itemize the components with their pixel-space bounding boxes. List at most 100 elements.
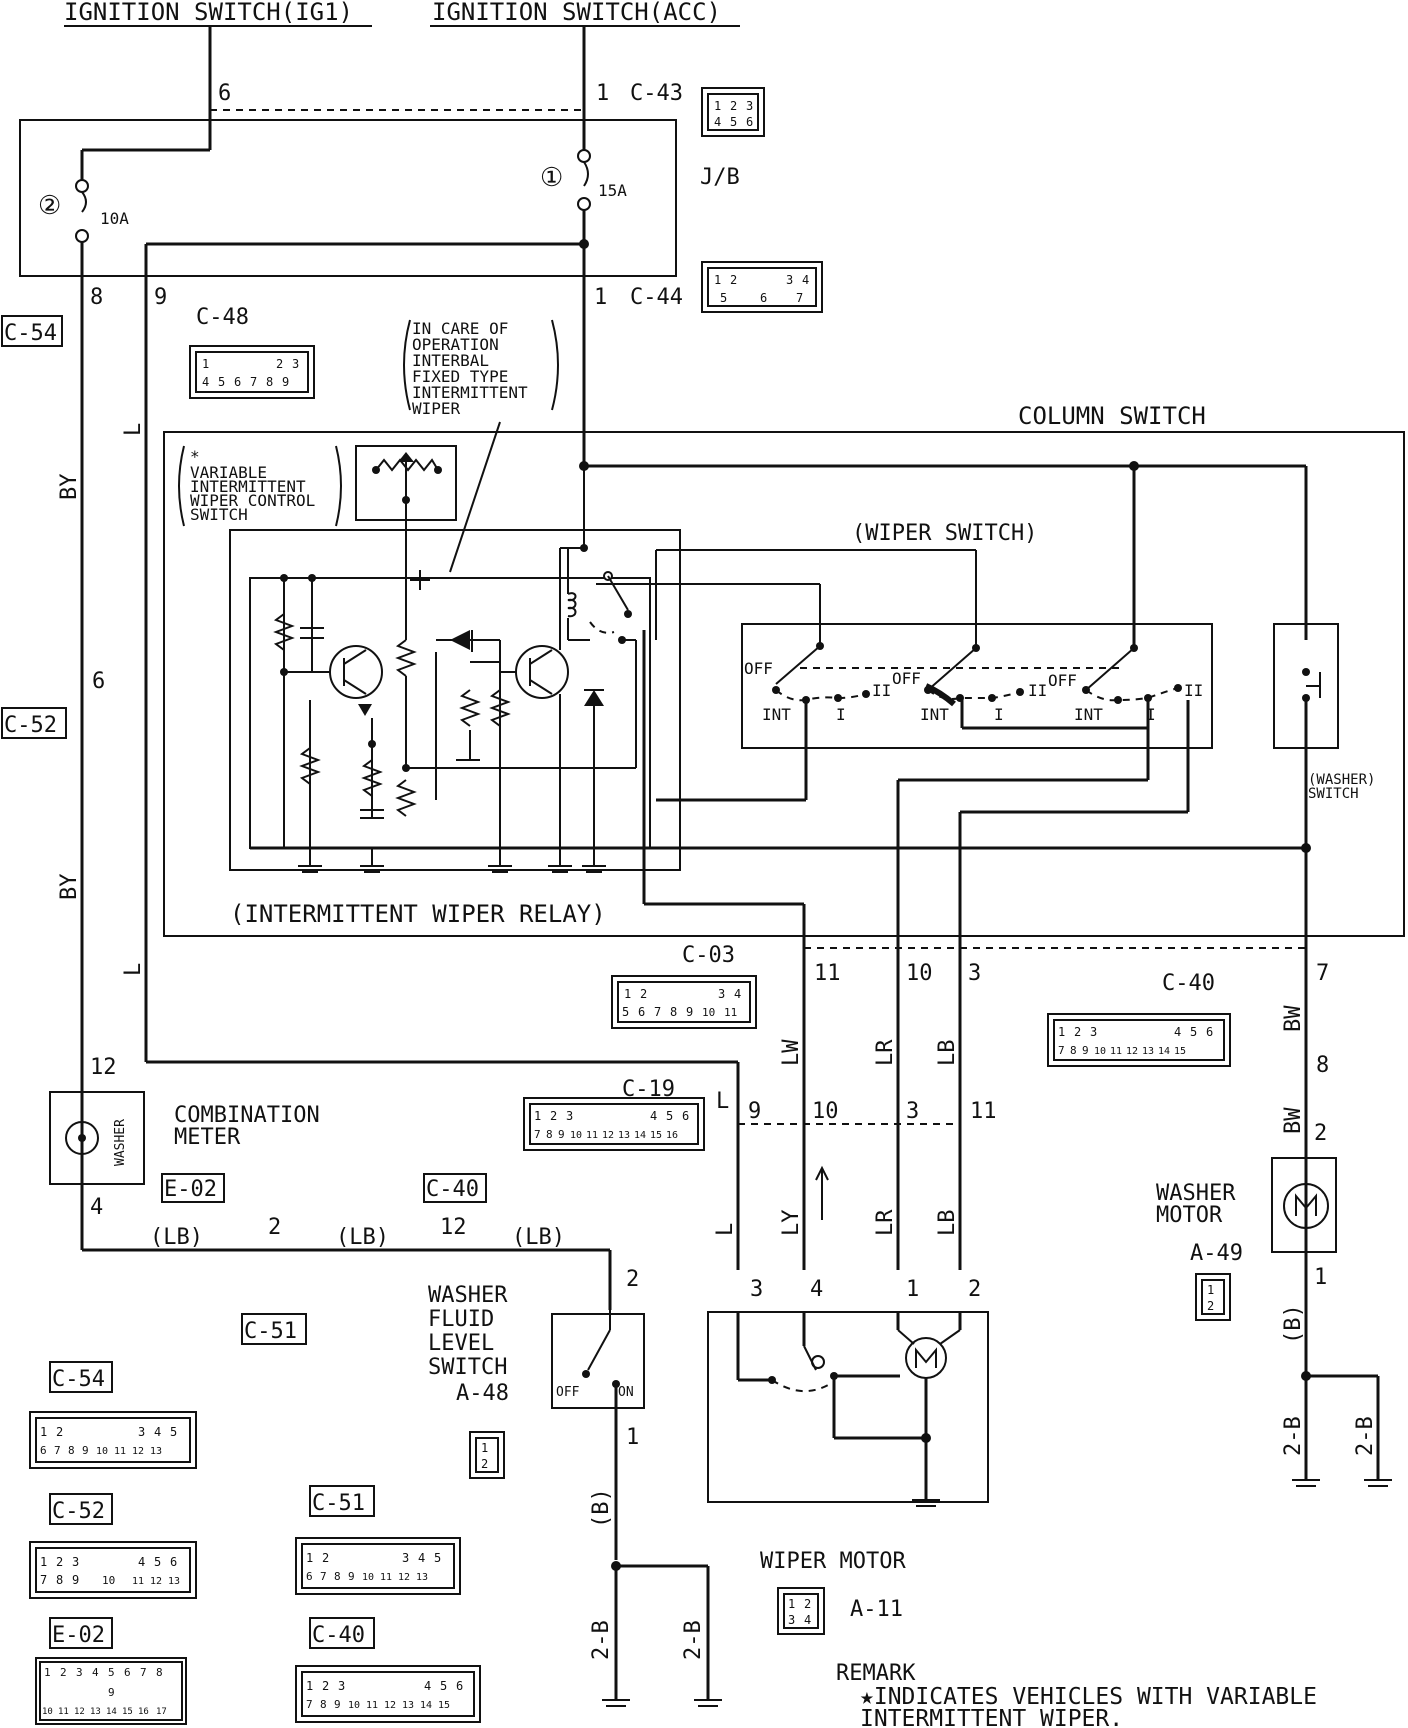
svg-text:11: 11 — [366, 1700, 378, 1711]
svg-text:5: 5 — [434, 1551, 441, 1565]
svg-text:6: 6 — [234, 375, 241, 389]
svg-text:2: 2 — [268, 1215, 281, 1240]
svg-text:C-51: C-51 — [312, 1491, 365, 1516]
remark-title: REMARK — [836, 1661, 916, 1686]
svg-text:II: II — [1028, 681, 1047, 700]
svg-text:2: 2 — [1314, 1121, 1327, 1146]
svg-text:7: 7 — [140, 1666, 147, 1679]
a11-label: A-11 — [850, 1597, 903, 1622]
svg-text:6: 6 — [638, 1005, 645, 1019]
svg-text:10: 10 — [702, 1006, 715, 1019]
svg-text:7: 7 — [320, 1570, 327, 1583]
svg-text:4: 4 — [1174, 1025, 1181, 1039]
svg-text:12: 12 — [90, 1055, 117, 1080]
svg-text:2-B: 2-B — [1281, 1416, 1306, 1456]
svg-text:12: 12 — [1126, 1046, 1138, 1057]
svg-text:OFF: OFF — [1048, 671, 1077, 690]
svg-text:MOTOR: MOTOR — [1156, 1203, 1223, 1228]
svg-text:IN CARE OF: IN CARE OF — [412, 319, 508, 338]
svg-text:10: 10 — [812, 1099, 839, 1124]
svg-text:3: 3 — [718, 987, 725, 1001]
svg-text:13: 13 — [168, 1576, 180, 1587]
c51-connector-icon: 1 2 3 4 5 6 7 8 9 10 11 12 13 — [295, 1537, 461, 1595]
svg-text:2: 2 — [322, 1551, 329, 1565]
svg-text:3: 3 — [338, 1679, 345, 1693]
c40-tag: C-40 — [426, 1177, 479, 1202]
svg-text:WASHER: WASHER — [1156, 1181, 1236, 1206]
svg-text:3: 3 — [788, 1613, 795, 1627]
svg-text:9: 9 — [108, 1686, 115, 1699]
c48-connector-icon: 1 2 3 4 5 6 7 8 9 — [189, 345, 315, 399]
intermittent-wiper-relay-box — [229, 529, 681, 871]
svg-text:(LB): (LB) — [336, 1225, 389, 1250]
svg-text:14: 14 — [420, 1700, 432, 1711]
svg-text:1: 1 — [481, 1441, 488, 1455]
svg-text:LB: LB — [935, 1210, 960, 1237]
svg-text:3: 3 — [76, 1666, 83, 1679]
svg-text:INT: INT — [762, 705, 791, 724]
svg-text:5: 5 — [218, 375, 225, 389]
svg-text:6: 6 — [40, 1444, 47, 1457]
svg-text:6: 6 — [682, 1109, 689, 1123]
svg-text:13: 13 — [402, 1700, 414, 1711]
svg-text:4: 4 — [802, 273, 809, 287]
svg-text:12: 12 — [384, 1700, 396, 1711]
jb-label: J/B — [700, 165, 740, 190]
svg-text:INTERBAL: INTERBAL — [412, 351, 489, 370]
svg-text:SWITCH: SWITCH — [428, 1355, 507, 1380]
svg-text:8: 8 — [334, 1570, 341, 1583]
c54-tag: C-54 — [4, 321, 57, 346]
svg-text:L: L — [121, 423, 146, 436]
svg-text:3: 3 — [1090, 1025, 1097, 1039]
svg-text:2: 2 — [56, 1425, 63, 1439]
svg-text:13: 13 — [90, 1707, 101, 1717]
svg-text:I: I — [836, 705, 846, 724]
remark-line1: ★INDICATES VEHICLES WITH VARIABLE — [860, 1684, 1317, 1710]
svg-text:C-54: C-54 — [52, 1367, 105, 1392]
svg-text:3: 3 — [138, 1425, 145, 1439]
a49-label: A-49 — [1190, 1241, 1243, 1266]
ground-icon — [1292, 1479, 1392, 1487]
svg-text:4: 4 — [90, 1195, 103, 1220]
svg-text:II: II — [872, 681, 891, 700]
svg-text:1: 1 — [534, 1109, 541, 1123]
wiper-motor-box — [707, 1311, 989, 1503]
svg-text:2-B: 2-B — [1353, 1416, 1378, 1456]
svg-text:2: 2 — [56, 1555, 63, 1569]
svg-text:1: 1 — [624, 987, 631, 1001]
svg-text:12: 12 — [150, 1576, 162, 1587]
svg-text:9: 9 — [72, 1573, 79, 1587]
svg-text:3: 3 — [786, 273, 793, 287]
svg-text:WASHER: WASHER — [113, 1119, 128, 1166]
svg-text:6: 6 — [306, 1570, 313, 1583]
svg-text:1: 1 — [714, 99, 721, 113]
svg-text:10: 10 — [42, 1707, 53, 1717]
a48-connector-icon: 1 2 — [469, 1431, 505, 1479]
svg-text:16: 16 — [138, 1707, 149, 1717]
svg-text:9: 9 — [348, 1570, 355, 1583]
wiper-motor-label: WIPER MOTOR — [760, 1549, 906, 1574]
svg-text:11: 11 — [380, 1572, 392, 1583]
svg-text:8: 8 — [266, 375, 273, 389]
svg-text:LR: LR — [873, 1039, 898, 1066]
svg-text:(B): (B) — [1281, 1304, 1306, 1344]
pin-label: 6 — [218, 81, 231, 106]
svg-text:LY: LY — [779, 1210, 804, 1237]
svg-text:C-40: C-40 — [312, 1623, 365, 1648]
svg-text:7: 7 — [54, 1444, 61, 1457]
svg-text:14: 14 — [634, 1130, 646, 1141]
svg-text:INT: INT — [1074, 705, 1103, 724]
svg-text:11: 11 — [970, 1099, 997, 1124]
svg-text:6: 6 — [456, 1679, 463, 1693]
svg-text:6: 6 — [170, 1555, 177, 1569]
pin-label: 1 — [596, 81, 609, 106]
svg-text:BY: BY — [57, 474, 82, 501]
svg-text:15: 15 — [438, 1700, 450, 1711]
svg-text:2: 2 — [804, 1597, 811, 1611]
svg-text:7: 7 — [40, 1573, 47, 1587]
c44-label: C-44 — [630, 285, 683, 310]
svg-text:11: 11 — [114, 1446, 126, 1457]
svg-text:8: 8 — [90, 285, 103, 310]
svg-text:8: 8 — [1316, 1053, 1329, 1078]
svg-text:10: 10 — [906, 961, 933, 986]
